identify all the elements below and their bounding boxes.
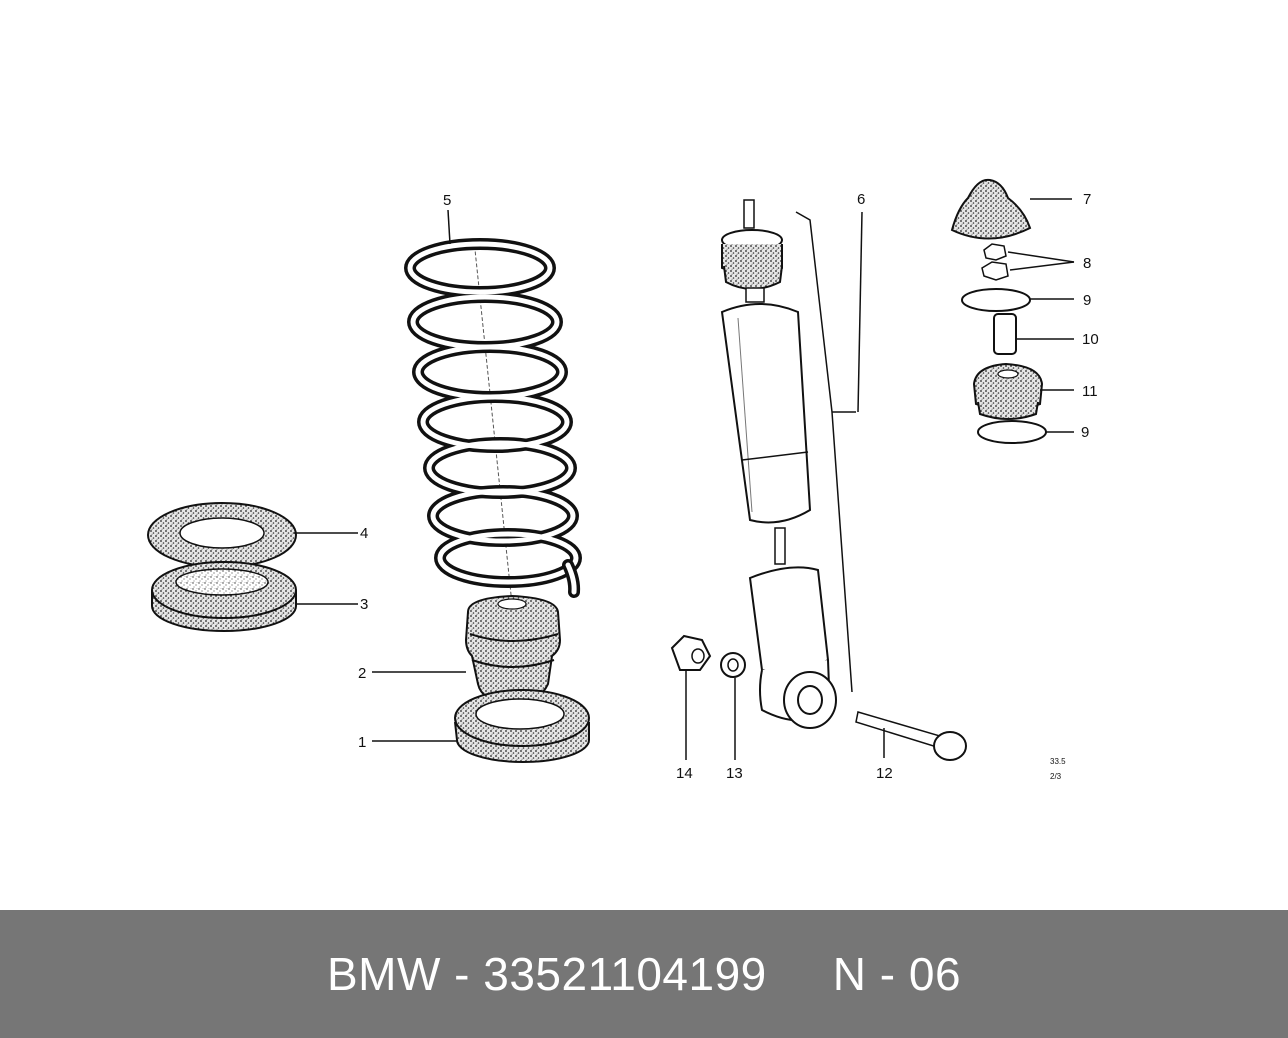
- leader-lines: [294, 198, 1075, 760]
- ref-code-line2: 2/3: [1050, 772, 1062, 781]
- rubber-mount: [972, 362, 1044, 420]
- spring-pad-lower: [151, 561, 297, 632]
- footer-bar: BMW - 33521104199 N - 06: [0, 910, 1288, 1038]
- label-8: 8: [1083, 255, 1091, 272]
- dust-cap: [950, 178, 1032, 240]
- lock-nuts: [981, 243, 1009, 281]
- bump-stop: [464, 594, 562, 706]
- spring-pad-upper: [147, 502, 297, 568]
- label-2: 2: [358, 665, 366, 682]
- label-13: 13: [726, 765, 743, 782]
- part-title: BMW - 33521104199: [326, 948, 767, 1000]
- washer: [720, 652, 746, 678]
- shock-absorber: [720, 199, 856, 729]
- spring-seat: [454, 689, 590, 763]
- parts-diagram: 1 2 3 4 5 6 7 8 9 10 11 9 12 13 14 33.5 …: [147, 178, 1099, 782]
- label-1: 1: [358, 734, 366, 751]
- label-5: 5: [443, 192, 451, 209]
- label-9-lower: 9: [1081, 424, 1089, 441]
- label-7: 7: [1083, 191, 1091, 208]
- coil-spring: [404, 238, 582, 701]
- label-3: 3: [360, 596, 368, 613]
- label-11: 11: [1082, 383, 1098, 400]
- label-6: 6: [857, 191, 865, 208]
- bolt: [855, 711, 967, 761]
- label-12: 12: [876, 765, 893, 782]
- label-14: 14: [676, 765, 693, 782]
- sleeve: [993, 313, 1017, 355]
- plate-washer-lower: [977, 420, 1047, 444]
- label-10: 10: [1082, 331, 1099, 348]
- diagram-code: N - 06: [832, 948, 962, 1000]
- callout-labels: 1 2 3 4 5 6 7 8 9 10 11 9 12 13 14 33.5 …: [358, 191, 1099, 782]
- plate-washer-upper: [961, 288, 1031, 312]
- ref-code-line1: 33.5: [1050, 757, 1066, 766]
- label-4: 4: [360, 525, 368, 542]
- label-9-upper: 9: [1083, 292, 1091, 309]
- nut: [670, 634, 712, 671]
